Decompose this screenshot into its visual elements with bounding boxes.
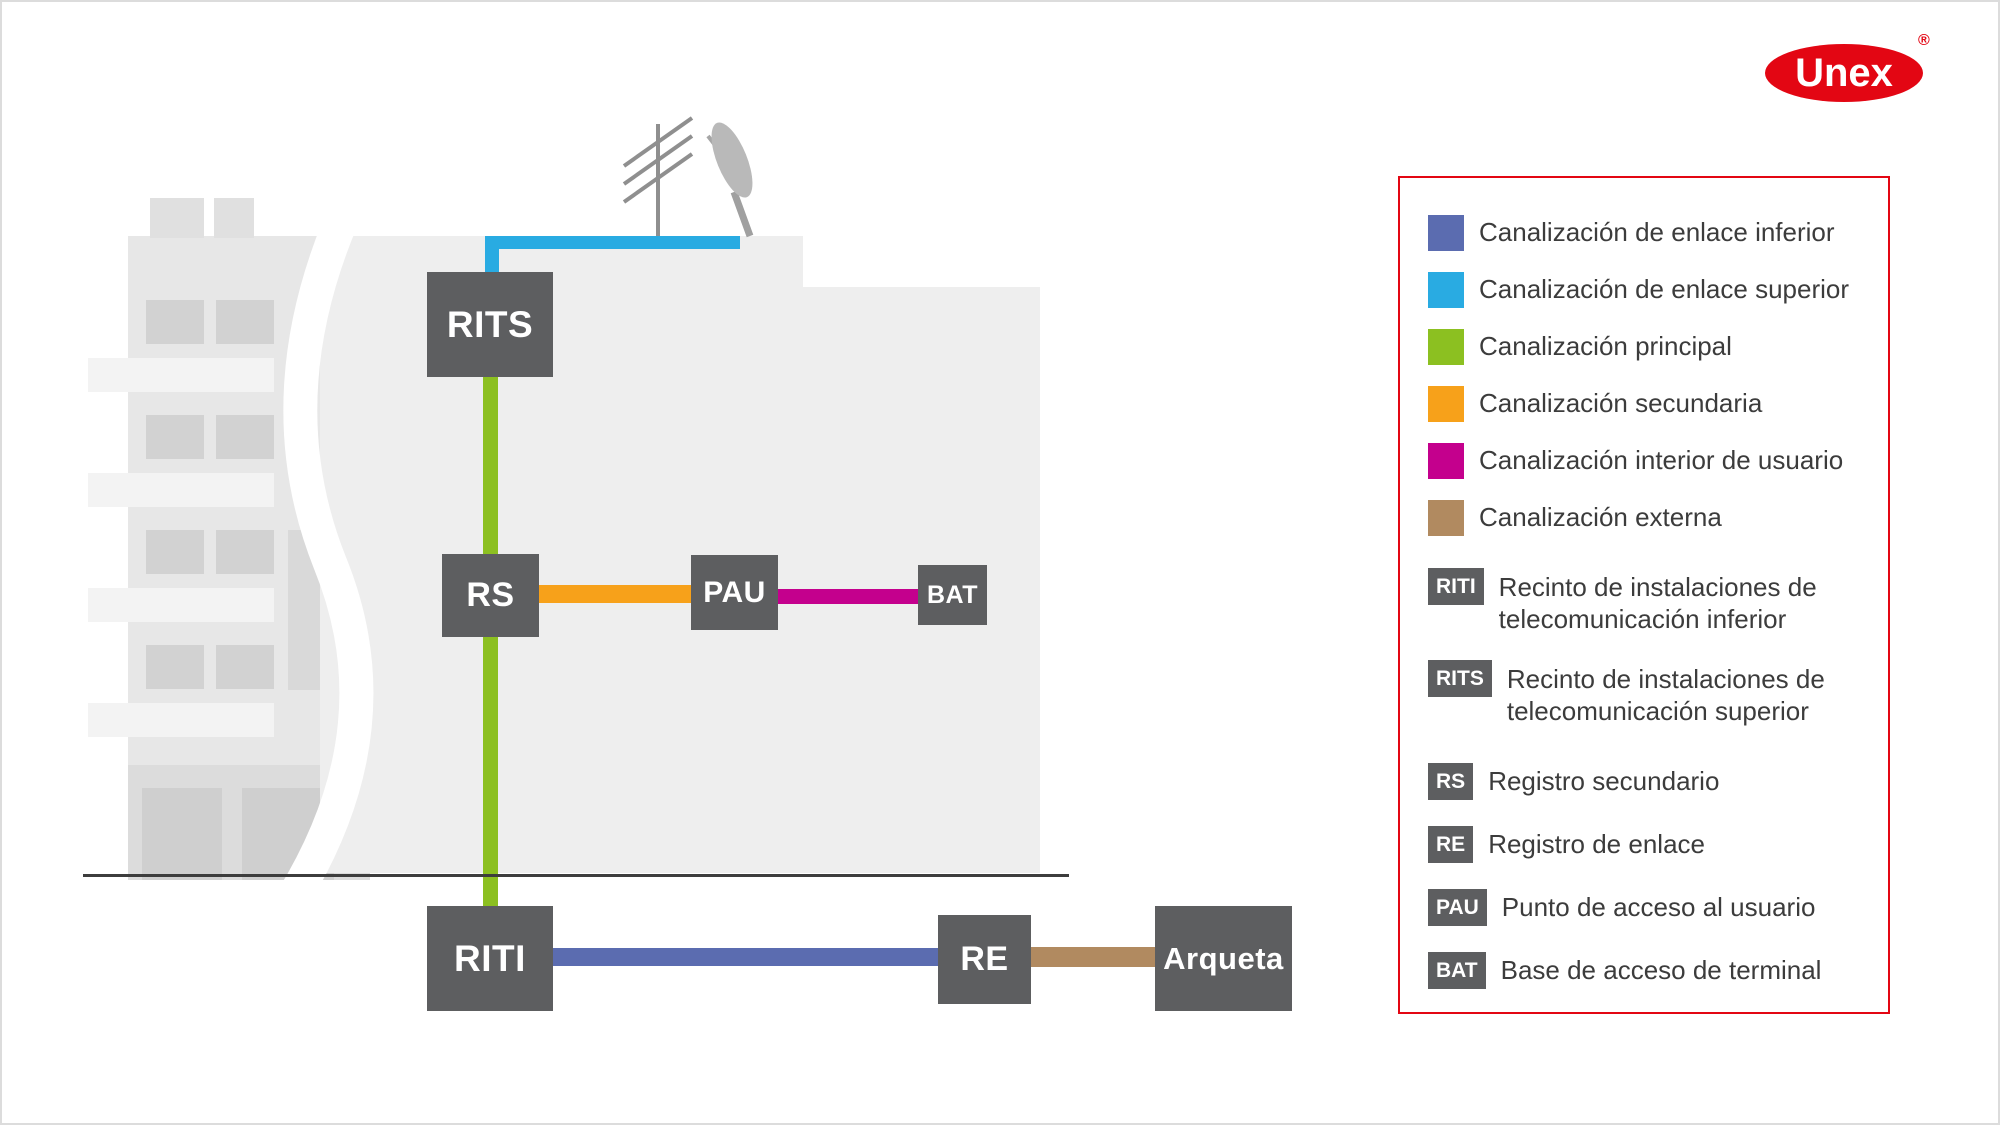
legend-label: Registro de enlace bbox=[1488, 828, 1705, 859]
abbrev-chip-riti: RITI bbox=[1428, 568, 1484, 605]
legend-item-rits: RITS Recinto de instalaciones de telecom… bbox=[1428, 658, 1888, 750]
color-swatch bbox=[1428, 385, 1464, 422]
legend-item-pau: PAU Punto de acceso al usuario bbox=[1428, 876, 1888, 939]
ground-line bbox=[83, 874, 1069, 877]
color-swatch bbox=[1428, 271, 1464, 308]
node-riti: RITI bbox=[427, 906, 553, 1011]
legend-item-secundaria: Canalización secundaria bbox=[1428, 375, 1888, 432]
tv-antenna-icon bbox=[622, 116, 694, 236]
legend-item-interior-usuario: Canalización interior de usuario bbox=[1428, 432, 1888, 489]
color-swatch bbox=[1428, 328, 1464, 365]
canalizacion-principal-line-lower bbox=[483, 634, 498, 910]
color-swatch bbox=[1428, 214, 1464, 251]
wall-section-upper bbox=[320, 236, 803, 873]
window bbox=[216, 530, 274, 574]
legend-item-externa: Canalización externa bbox=[1428, 489, 1888, 546]
building-roof-block bbox=[214, 198, 254, 238]
canalizacion-enlace-superior-drop bbox=[485, 240, 499, 280]
legend-item-re: RE Registro de enlace bbox=[1428, 813, 1888, 876]
legend-label: Base de acceso de terminal bbox=[1500, 954, 1822, 985]
legend-panel: Canalización de enlace inferior Canaliza… bbox=[1398, 176, 1890, 1014]
legend-label: Recinto de instalaciones de telecomunica… bbox=[1506, 664, 1825, 726]
building-roof-block bbox=[150, 198, 204, 238]
legend-item-rs: RS Registro secundario bbox=[1428, 750, 1888, 813]
window bbox=[146, 530, 204, 574]
legend-label: Canalización interior de usuario bbox=[1479, 444, 1844, 475]
legend-label: Punto de acceso al usuario bbox=[1501, 891, 1816, 922]
legend-item-principal: Canalización principal bbox=[1428, 318, 1888, 375]
node-pau: PAU bbox=[691, 555, 778, 630]
unex-logo: Unex bbox=[1765, 44, 1923, 102]
legend-label: Canalización de enlace superior bbox=[1479, 273, 1850, 304]
node-re: RE bbox=[938, 915, 1031, 1004]
window bbox=[216, 300, 274, 344]
legend-item-enlace-superior: Canalización de enlace superior bbox=[1428, 261, 1888, 318]
abbrev-chip-rs: RS bbox=[1428, 763, 1474, 800]
abbrev-chip-rits: RITS bbox=[1428, 660, 1492, 697]
torn-edge-wave bbox=[271, 188, 374, 910]
window bbox=[146, 415, 204, 459]
node-arqueta: Arqueta bbox=[1155, 906, 1292, 1011]
canalizacion-secundaria-line bbox=[536, 585, 694, 603]
satellite-dish-icon bbox=[706, 122, 754, 238]
legend-item-riti: RITI Recinto de instalaciones de telecom… bbox=[1428, 566, 1888, 658]
legend-label: Canalización externa bbox=[1479, 501, 1722, 532]
window bbox=[216, 645, 274, 689]
color-swatch bbox=[1428, 442, 1464, 479]
registered-trademark-icon: ® bbox=[1918, 32, 1930, 49]
node-bat: BAT bbox=[918, 565, 987, 625]
canalizacion-externa-line bbox=[1028, 947, 1160, 967]
balcony bbox=[88, 588, 274, 622]
window bbox=[146, 300, 204, 344]
abbrev-chip-re: RE bbox=[1428, 826, 1474, 863]
legend-label: Registro secundario bbox=[1488, 765, 1720, 796]
window bbox=[146, 645, 204, 689]
storefront-door bbox=[142, 788, 222, 880]
abbrev-chip-pau: PAU bbox=[1428, 889, 1487, 926]
legend-label: Recinto de instalaciones de telecomunica… bbox=[1498, 572, 1817, 634]
legend-label: Canalización principal bbox=[1479, 330, 1732, 361]
node-rits: RITS bbox=[427, 272, 553, 377]
balcony bbox=[88, 703, 274, 737]
legend-item-bat: BAT Base de acceso de terminal bbox=[1428, 939, 1888, 1002]
balcony bbox=[88, 358, 274, 392]
node-rs: RS bbox=[442, 554, 539, 637]
legend-item-enlace-inferior: Canalización de enlace inferior bbox=[1428, 204, 1888, 261]
canalizacion-interior-usuario-line bbox=[776, 589, 926, 604]
color-swatch bbox=[1428, 499, 1464, 536]
window bbox=[216, 415, 274, 459]
canalizacion-enlace-inferior-line bbox=[550, 948, 942, 966]
abbrev-chip-bat: BAT bbox=[1428, 952, 1486, 989]
legend-label: Canalización secundaria bbox=[1479, 387, 1763, 418]
canalizacion-principal-line-upper bbox=[483, 374, 498, 558]
canalizacion-enlace-superior-line bbox=[485, 236, 740, 249]
balcony bbox=[88, 473, 274, 507]
legend-label: Canalización de enlace inferior bbox=[1479, 216, 1835, 247]
